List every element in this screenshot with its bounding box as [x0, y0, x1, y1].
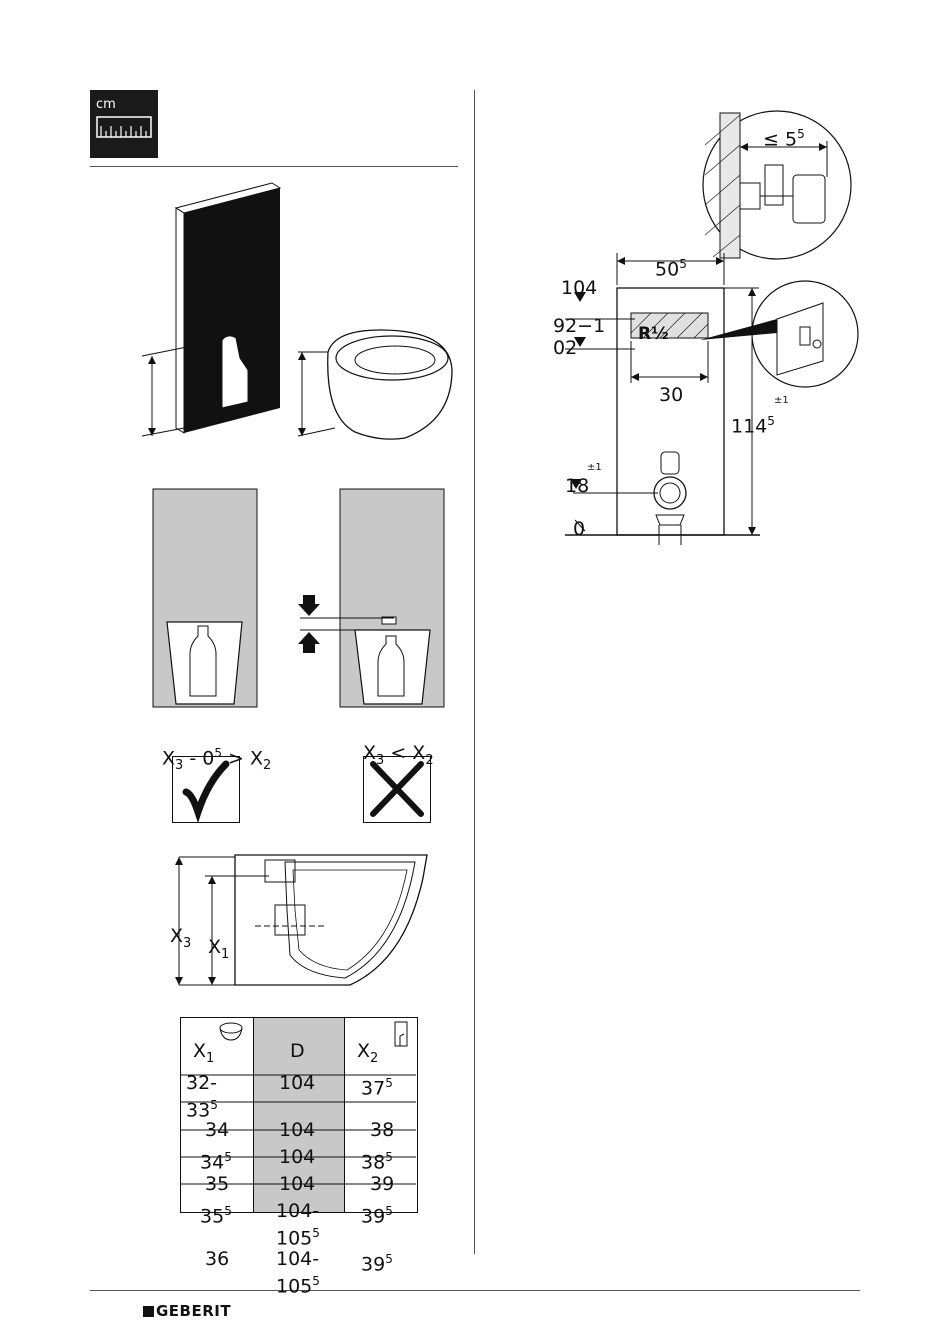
unit-cm-icon: cm: [90, 90, 158, 158]
table-row: 32-: [186, 1072, 218, 1094]
table-cell: 38: [370, 1119, 395, 1141]
header-x1: X1: [193, 1040, 215, 1066]
total-tolerance-label: ±1: [774, 395, 789, 406]
table-cell: 375: [361, 1076, 393, 1100]
drain-height-label: 18: [565, 475, 590, 497]
footer-rule: [90, 1290, 860, 1291]
table-cell: 335: [186, 1098, 218, 1122]
table-row-rules: [180, 1074, 416, 1185]
table-cell: 39: [370, 1173, 395, 1195]
table-cell: 385: [361, 1150, 393, 1174]
table-row: 35: [205, 1173, 230, 1195]
table-cell: 104: [279, 1119, 316, 1141]
detail-distance-label: ≤ 55: [763, 127, 805, 151]
top-height-label: 104: [561, 277, 598, 299]
table-cell: 104-: [276, 1248, 320, 1270]
brand-logo: GEBERIT: [143, 1302, 231, 1320]
clearance-comparison-drawing: [152, 488, 445, 708]
table-cell: 104: [279, 1146, 316, 1168]
dimension-table: [180, 1017, 418, 1213]
table-cell: 395: [361, 1204, 393, 1228]
wall-module-icon: [394, 1021, 408, 1047]
rule-ok-formula: X3 - 05 > X2: [162, 746, 272, 774]
table-row: 36: [205, 1248, 230, 1270]
header-d: D: [290, 1040, 305, 1062]
ruler-icon: [96, 116, 152, 138]
width-label: 505: [655, 257, 687, 281]
table-cell: 1055: [276, 1226, 320, 1250]
cross-icon: [363, 756, 431, 823]
rule-bad-formula: X3 < X2: [363, 742, 434, 768]
thread-label: R½: [638, 324, 669, 344]
d-column-shade: [253, 1018, 345, 1212]
total-height-label: 1145: [731, 414, 775, 438]
supply-range-label: 92−102: [553, 315, 606, 359]
table-row: 355: [200, 1204, 232, 1228]
table-row: 34: [205, 1119, 230, 1141]
module-front-dimension-drawing: [565, 110, 859, 545]
check-icon: [172, 756, 240, 824]
table-cell: 395: [361, 1252, 393, 1276]
module-and-toilet-drawing: [141, 182, 453, 440]
left-header-rule: [90, 166, 458, 167]
table-cell: 104: [279, 1072, 316, 1094]
column-divider: [474, 90, 475, 1254]
toilet-section-drawing: [175, 854, 428, 986]
drain-tolerance-label: ±1: [587, 462, 602, 473]
x1-label: X1: [208, 936, 230, 962]
unit-label: cm: [96, 97, 116, 112]
table-cell: 1055: [276, 1274, 320, 1298]
table-cell: 104-: [276, 1200, 320, 1222]
toilet-bowl-icon: [219, 1022, 243, 1041]
table-row: 345: [200, 1150, 232, 1174]
header-x2: X2: [357, 1040, 379, 1066]
floor-label: 0: [573, 518, 586, 540]
box-width-label: 30: [659, 384, 684, 406]
x3-label: X3: [170, 925, 192, 951]
table-cell: 104: [279, 1173, 316, 1195]
